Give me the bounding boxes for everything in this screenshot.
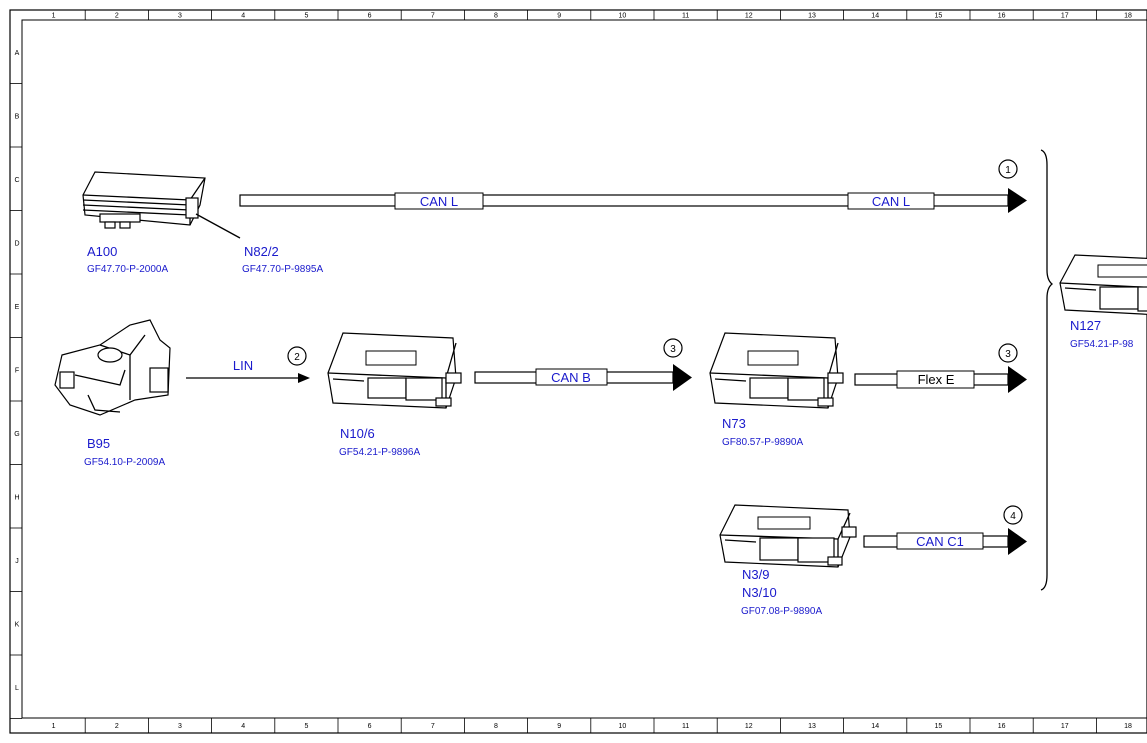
grid-row-label: D xyxy=(14,240,19,247)
grid-column-label: 14 xyxy=(871,723,879,730)
grid-column-label: 4 xyxy=(241,723,245,730)
grid-row-label: G xyxy=(14,431,19,438)
grid-row-label: L xyxy=(15,685,19,692)
can-c1-bus-line xyxy=(863,528,1027,555)
b95-doc: GF54.10-P-2009A xyxy=(84,457,165,468)
bus-label-can-b: CAN B xyxy=(551,370,591,385)
grouping-brace xyxy=(1040,149,1054,591)
grid-column-label: 11 xyxy=(682,723,689,730)
n3-9-doc: GF07.08-P-9890A xyxy=(741,606,822,617)
grid-column-label: 9 xyxy=(557,13,561,20)
marker-3b-circle xyxy=(998,343,1018,363)
grid-column-label: 9 xyxy=(557,723,561,730)
grid-column-label: 11 xyxy=(682,13,689,20)
frame-outer xyxy=(9,9,1147,734)
bus-label-can-c1: CAN C1 xyxy=(916,534,964,549)
grid-column-label: 12 xyxy=(745,13,753,20)
grid-column-label: 6 xyxy=(368,13,372,20)
grid-row-label: B xyxy=(15,113,20,120)
grid-column-label: 13 xyxy=(808,13,816,20)
grid-column-label: 2 xyxy=(115,13,119,20)
grid-column-label: 18 xyxy=(1124,13,1132,20)
grid-column-label: 1 xyxy=(52,723,56,730)
grid-column-label: 16 xyxy=(998,13,1006,20)
b95-name: B95 xyxy=(87,436,110,451)
b95-sensor-icon xyxy=(54,319,171,416)
grid-column-label: 10 xyxy=(619,723,627,730)
marker-1-label: 1 xyxy=(1005,165,1011,176)
can-b-bus-line xyxy=(474,364,692,391)
n127-module-icon xyxy=(1059,254,1147,315)
lin-bus-line xyxy=(186,373,310,383)
n73-doc: GF80.57-P-9890A xyxy=(722,437,803,448)
marker-1-circle xyxy=(998,159,1018,179)
grid-row-label: J xyxy=(15,558,19,565)
bus-label-lin: LIN xyxy=(233,358,253,373)
grid-row-label: A xyxy=(15,50,20,57)
grid-column-label: 17 xyxy=(1061,723,1069,730)
n10-6-doc: GF54.21-P-9896A xyxy=(339,447,420,458)
a100-doc: GF47.70-P-2000A xyxy=(87,264,168,275)
n127-doc: GF54.21-P-98 xyxy=(1070,339,1134,350)
n82-2-doc: GF47.70-P-9895A xyxy=(242,264,323,275)
marker-3a-circle xyxy=(663,338,683,358)
frame-inner xyxy=(21,19,1147,719)
grid-column-label: 4 xyxy=(241,13,245,20)
n127-name: N127 xyxy=(1070,318,1101,333)
grid-row-label: F xyxy=(15,367,19,374)
grid-column-label: 14 xyxy=(871,13,879,20)
grid-column-label: 13 xyxy=(808,723,816,730)
grid-column-label: 6 xyxy=(368,723,372,730)
grid-row-label: K xyxy=(15,621,20,628)
bus-label-can-l-1: CAN L xyxy=(420,194,458,209)
grid-column-label: 16 xyxy=(998,723,1006,730)
n10-6-name: N10/6 xyxy=(340,426,375,441)
grid-column-label: 1 xyxy=(52,13,56,20)
bus-label-can-l-2: CAN L xyxy=(872,194,910,209)
n3-9-name: N3/9 xyxy=(742,567,769,582)
grid-rows-left: A B C D E F G H J K L xyxy=(10,50,22,719)
grid-column-label: 10 xyxy=(619,13,627,20)
a100-module-icon xyxy=(82,171,241,239)
n3-9-module-icon xyxy=(719,504,857,568)
grid-column-label: 17 xyxy=(1061,13,1069,20)
grid-column-label: 5 xyxy=(304,13,308,20)
grid-column-label: 8 xyxy=(494,723,498,730)
grid-column-label: 7 xyxy=(431,13,435,20)
grid-column-label: 12 xyxy=(745,723,753,730)
marker-2-label: 2 xyxy=(294,352,300,363)
grid-column-label: 5 xyxy=(304,723,308,730)
grid-row-label: C xyxy=(14,177,19,184)
grid-column-label: 7 xyxy=(431,723,435,730)
grid-column-label: 15 xyxy=(935,723,943,730)
marker-4-circle xyxy=(1003,505,1023,525)
marker-2-circle xyxy=(287,346,307,366)
grid-column-label: 2 xyxy=(115,723,119,730)
grid-column-label: 3 xyxy=(178,13,182,20)
grid-column-label: 15 xyxy=(935,13,943,20)
flex-e-bus-line xyxy=(854,366,1027,393)
marker-3b-label: 3 xyxy=(1005,349,1011,360)
grid-row-label: E xyxy=(15,304,20,311)
n3-10-name: N3/10 xyxy=(742,585,777,600)
grid-column-label: 18 xyxy=(1124,723,1132,730)
a100-name: A100 xyxy=(87,244,117,259)
marker-3a-label: 3 xyxy=(670,344,676,355)
n10-6-module-icon xyxy=(327,332,462,409)
bus-label-flex-e: Flex E xyxy=(918,372,955,387)
grid-column-label: 3 xyxy=(178,723,182,730)
n73-module-icon xyxy=(709,332,844,409)
n73-name: N73 xyxy=(722,416,746,431)
marker-4-label: 4 xyxy=(1010,511,1016,522)
n82-2-name: N82/2 xyxy=(244,244,279,259)
grid-row-label: H xyxy=(14,494,19,501)
can-l-bus-line xyxy=(239,188,1027,213)
grid-column-label: 8 xyxy=(494,13,498,20)
